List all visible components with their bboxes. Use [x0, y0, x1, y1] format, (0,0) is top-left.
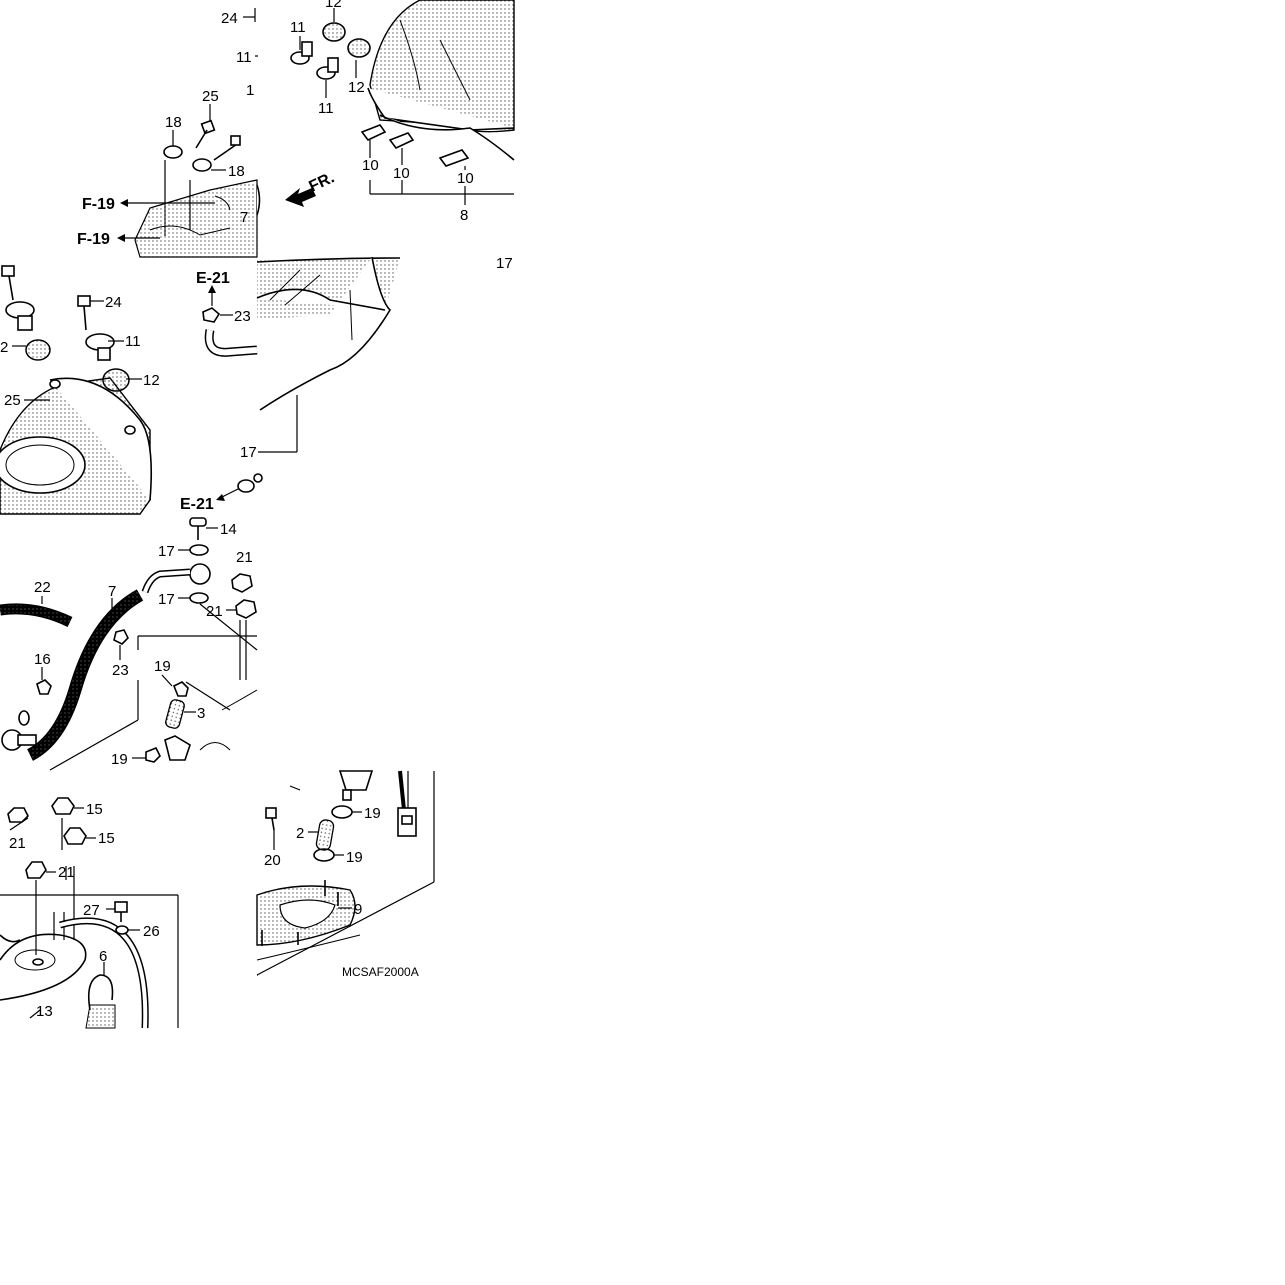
callout-17-a: 17: [158, 543, 175, 560]
callout-17-lower: 17: [240, 444, 257, 461]
direction-fr: FR.: [307, 169, 338, 195]
callout-19-a: 19: [154, 658, 171, 675]
ref-e21-lower: E-21: [180, 496, 214, 513]
tile-bottom-left: [0, 797, 179, 1029]
callout-15-b: 15: [98, 830, 115, 847]
callout-22: 22: [34, 579, 51, 596]
tile-mid-left: [0, 265, 258, 515]
tile-lower-left: [0, 517, 258, 771]
ref-f19-lower: F-19: [77, 231, 110, 248]
ref-e21-upper: E-21: [196, 270, 230, 287]
callout-21-a: 21: [236, 549, 253, 566]
tile-bottom-middle: [256, 770, 435, 976]
callout-12-left-partial: 2: [0, 339, 8, 356]
callout-12-mid: 12: [348, 79, 365, 96]
callout-20: 20: [264, 852, 281, 869]
callout-13: 13: [36, 1003, 53, 1020]
callout-27: 27: [83, 902, 100, 919]
callout-26: 26: [143, 923, 160, 940]
tile-top-left: [117, 8, 258, 258]
tile-top-middle: [256, 0, 515, 216]
ref-f19-upper: F-19: [82, 196, 115, 213]
callout-12-partial: 1: [246, 82, 254, 99]
callout-14: 14: [220, 521, 237, 538]
callout-10c: 10: [457, 170, 474, 187]
callout-11: 11: [236, 49, 252, 66]
callout-23-upper: 23: [234, 308, 251, 325]
callout-6: 6: [99, 948, 107, 965]
callout-23-lower: 23: [112, 662, 129, 679]
callout-11-top: 11: [290, 19, 306, 36]
callout-7-partial: 7: [240, 209, 248, 226]
callout-19-c: 19: [364, 805, 381, 822]
callout-18b: 18: [228, 163, 245, 180]
callout-16: 16: [34, 651, 51, 668]
callout-12-top: 12: [325, 0, 342, 11]
callout-15-a: 15: [86, 801, 103, 818]
callout-10a: 10: [362, 157, 379, 174]
tile-mid-middle: [253, 256, 401, 483]
callout-2: 2: [296, 825, 304, 842]
callout-21-b: 21: [206, 603, 223, 620]
callout-25-left: 25: [4, 392, 21, 409]
callout-24: 24: [221, 10, 238, 27]
frame-code: MCSAF2000A: [342, 965, 419, 979]
callout-25: 25: [202, 88, 219, 105]
callout-17-right: 17: [496, 255, 513, 272]
callout-10b: 10: [393, 165, 410, 182]
callout-9: 9: [354, 901, 362, 918]
callout-7: 7: [108, 583, 116, 600]
callout-11-low: 11: [318, 100, 334, 117]
callout-11-mid: 11: [125, 333, 141, 350]
callout-3: 3: [197, 705, 205, 722]
callout-12-right: 12: [143, 372, 160, 389]
callout-21-c: 21: [9, 835, 26, 852]
callout-21-d: 21: [58, 864, 75, 881]
callout-8: 8: [460, 207, 468, 224]
callout-19-d: 19: [346, 849, 363, 866]
callout-19-b: 19: [111, 751, 128, 768]
callout-18: 18: [165, 114, 182, 131]
callout-17-b: 17: [158, 591, 175, 608]
callout-24-mid: 24: [105, 294, 122, 311]
